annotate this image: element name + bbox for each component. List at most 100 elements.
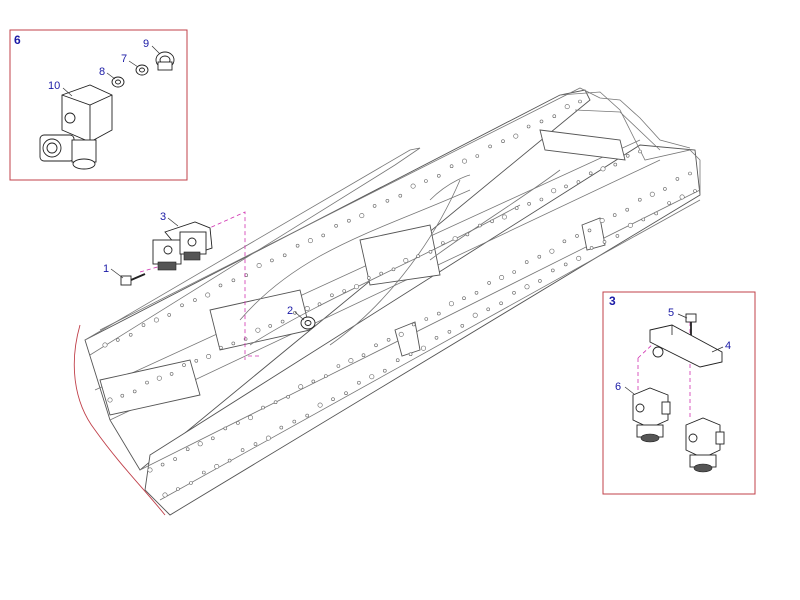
frame-hole [231,341,236,346]
frame-hole [576,180,581,184]
part-3-valve-assembly [152,221,213,271]
frame-hole [552,114,557,118]
frame-hole [514,206,519,210]
frame-hole [261,405,265,410]
frame-hole [206,353,212,359]
frame-hole [102,342,108,348]
frame-holes [102,99,697,498]
frame-hole [323,374,328,378]
frame-hole [236,421,240,425]
frame-hole [612,213,617,217]
frame-hole [386,337,391,342]
frame-hole [602,240,607,244]
frame-hole [197,441,203,447]
frame-hole [265,435,271,441]
center-cross-member [209,289,311,351]
frame-hole [578,99,582,104]
part-1-bolt [120,273,146,286]
frame-hole [145,380,149,385]
frame-hole [280,319,285,324]
frame-hole [305,413,310,418]
callout-5: 5 [668,307,674,319]
frame-hole [361,353,366,358]
frame-hole [374,343,378,348]
frame-hole [282,253,287,258]
frame-hole [588,171,593,176]
callout-3: 3 [160,211,166,223]
frame-hole [385,199,390,203]
solenoid-valve-10 [39,84,113,170]
frame-hole [654,211,659,216]
frame-hole [347,218,351,223]
frame-hole [408,352,413,357]
frame-hole [202,470,206,475]
frame-hole [182,363,186,367]
frame-hole [240,448,245,452]
frame-hole [411,322,416,327]
frame-hole [295,243,300,248]
frame-hole [128,332,133,337]
frame-hole [625,154,630,158]
part-7-nut [135,64,149,76]
frame-hole [667,201,671,205]
frame-hole [342,289,347,293]
frame-hole [447,329,452,334]
frame-hole [334,224,338,228]
callout-numbers: 1 2 3 10 8 7 9 5 4 6 [48,38,731,393]
frame-hole [348,358,354,364]
frame-hole [539,119,544,124]
frame-hole [448,301,454,307]
frame-hole [599,218,605,224]
frame-hole [512,270,517,274]
frame-hole [180,303,184,308]
frame-hole [424,179,428,183]
frame-hole [462,296,466,301]
frame-hole [452,236,458,242]
frame-hole [120,393,125,398]
frame-hole [449,164,454,168]
chassis-frame [73,87,701,516]
frame-hole [398,331,404,337]
callout-7: 7 [121,53,127,65]
frame-hole [403,257,409,263]
frame-hole [537,254,542,259]
detail-box-6-title: 6 [14,33,21,47]
detail-box-3-title: 3 [609,294,616,308]
frame-hole [273,400,278,405]
frame-hole [344,391,348,396]
callout-2: 2 [287,305,293,317]
mount-bracket-b [581,217,606,251]
frame-hole [461,158,467,164]
frame-hole [663,187,667,191]
leader-lines [62,45,724,395]
frame-hole [243,337,248,341]
frame-hole [357,380,361,385]
frame-hole [600,166,606,172]
part-4-bracket [649,324,723,368]
frame-hole [398,193,403,198]
frame-hole [465,232,470,237]
frame-hole [551,188,557,194]
frame-hole [589,246,594,250]
frame-hole [292,419,297,424]
frame-hole [193,298,197,302]
frame-hole [173,457,177,461]
frame-hole [576,255,582,261]
frame-hole [436,311,441,316]
frame-hole [550,268,555,273]
frame-hole [205,292,211,298]
frame-hole [539,197,544,202]
part-8-washer [111,76,125,88]
frame-cut-line [73,324,166,516]
part-6-valve-right [685,417,725,473]
frame-hole [268,324,273,328]
frame-hole [185,447,190,452]
frame-hole [176,487,180,491]
callout-10: 10 [48,80,60,92]
frame-hole [286,394,290,399]
frame-hole [538,279,542,283]
frame-hole [211,436,215,441]
frame-hole [440,241,445,245]
frame-hole [223,426,228,431]
